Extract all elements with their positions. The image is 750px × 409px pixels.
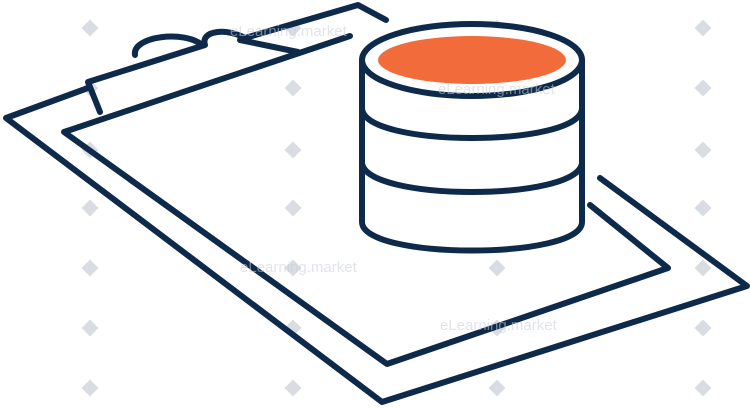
watermark-labels: eLearning.market eLearning.market eLearn… bbox=[230, 23, 558, 334]
watermark-diamond bbox=[694, 319, 712, 337]
database-icon bbox=[359, 21, 585, 254]
watermark-diamond bbox=[694, 19, 712, 37]
watermark-text: eLearning.market bbox=[240, 259, 358, 276]
database-body bbox=[359, 57, 585, 254]
watermark-diamond bbox=[284, 141, 302, 159]
watermark-diamond bbox=[81, 379, 99, 397]
clipboard-clip-inner bbox=[237, 37, 301, 55]
watermark-diamond bbox=[694, 79, 712, 97]
watermark-text: eLearning.market bbox=[440, 317, 558, 334]
watermark-diamond bbox=[284, 379, 302, 397]
database-top-fill bbox=[378, 36, 566, 84]
watermark-diamond bbox=[284, 199, 302, 217]
watermark-text: eLearning.market bbox=[438, 81, 556, 98]
watermark-diamond bbox=[694, 141, 712, 159]
database-ring-1 bbox=[359, 105, 585, 141]
watermark-diamond bbox=[284, 79, 302, 97]
clipboard-clip bbox=[85, 2, 389, 115]
watermark-text: eLearning.market bbox=[230, 23, 348, 40]
watermark-diamond bbox=[81, 19, 99, 37]
clipboard-clip-tab bbox=[132, 33, 205, 58]
watermark-diamond bbox=[284, 259, 302, 277]
watermark-diamond bbox=[488, 259, 506, 277]
watermark-diamond bbox=[694, 259, 712, 277]
watermark-diamond bbox=[694, 199, 712, 217]
watermark-diamond bbox=[488, 379, 506, 397]
clipboard-paper bbox=[61, 33, 671, 367]
database-ring-2 bbox=[359, 159, 585, 195]
clipboard-back-board bbox=[3, 85, 750, 405]
watermark-diamond bbox=[81, 199, 99, 217]
watermark-diamond bbox=[81, 319, 99, 337]
watermark-diamond bbox=[81, 259, 99, 277]
watermark-diamond bbox=[694, 379, 712, 397]
